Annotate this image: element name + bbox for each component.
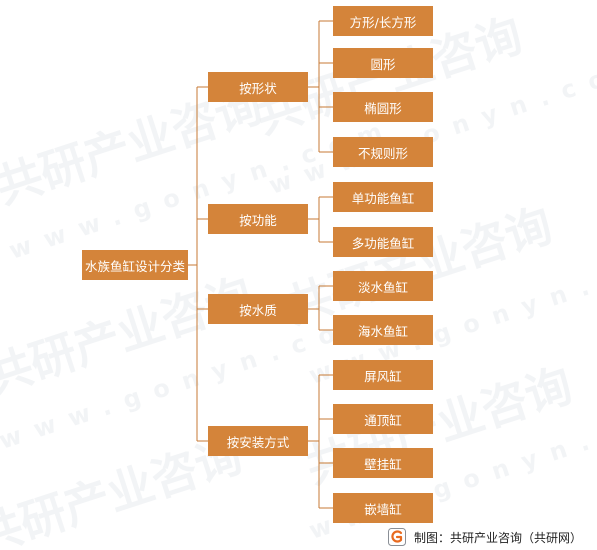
- category-water-quality: 按水质: [208, 294, 308, 324]
- leaf-single-function: 单功能鱼缸: [333, 182, 433, 212]
- leaf-screen: 屏风缸: [333, 360, 433, 390]
- leaf-irregular: 不规则形: [333, 137, 433, 167]
- root-node: 水族鱼缸设计分类: [82, 250, 188, 280]
- gonyn-logo-icon: [388, 528, 406, 546]
- category-function: 按功能: [208, 204, 308, 234]
- leaf-built-in: 嵌墙缸: [333, 493, 433, 523]
- source-footer: 制图：共研产业咨询（共研网）: [388, 526, 582, 548]
- leaf-square-rect: 方形/长方形: [333, 6, 433, 36]
- category-installation: 按安装方式: [208, 426, 308, 456]
- leaf-multi-function: 多功能鱼缸: [333, 227, 433, 257]
- leaf-ceiling: 通顶缸: [333, 404, 433, 434]
- category-shape: 按形状: [208, 72, 308, 102]
- leaf-oval: 椭圆形: [333, 92, 433, 122]
- leaf-round: 圆形: [333, 48, 433, 78]
- leaf-seawater: 海水鱼缸: [333, 315, 433, 345]
- leaf-freshwater: 淡水鱼缸: [333, 271, 433, 301]
- leaf-wall-mounted: 壁挂缸: [333, 448, 433, 478]
- footer-text: 制图：共研产业咨询（共研网）: [414, 530, 583, 545]
